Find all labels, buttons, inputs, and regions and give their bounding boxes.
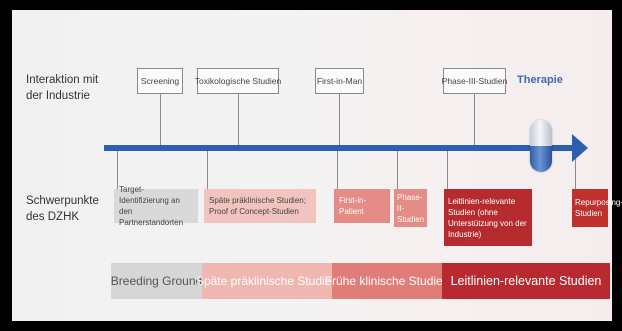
focus-preclinical-connector: [207, 151, 208, 189]
therapy-label: Therapie: [517, 74, 563, 86]
stage-phase-3-connector: [474, 94, 475, 145]
band-early-clinical: Frühe klinische Studien: [325, 263, 449, 299]
stage-first-in-man-connector: [339, 94, 340, 145]
focus-guideline-studies: Leitlinien-relevante Studien (ohne Unter…: [444, 189, 532, 246]
stage-screening-connector: [160, 94, 161, 145]
band-breeding-ground: Breeding Ground: [111, 263, 202, 299]
stage-phase-3-box: Phase-III-Studien: [442, 68, 507, 94]
timeline-arrow-icon: [572, 134, 588, 162]
stage-toxicology-box: Toxikologische Studien: [195, 68, 281, 94]
focus-guideline-connector: [447, 151, 448, 189]
focus-repurposing: Repurposing-Studien: [572, 189, 622, 227]
focus-row-label: Schwerpunkte des DZHK: [26, 195, 99, 223]
focus-first-in-patient-connector: [337, 151, 338, 189]
band-guideline-relevant: Leitlinien-relevante Studien: [442, 263, 610, 299]
focus-first-in-patient: First-in-Patient: [334, 189, 390, 223]
stage-screening-box: Screening: [137, 68, 183, 94]
band-late-preclinical: Späte präklinische Studien: [196, 263, 338, 299]
focus-target-connector: [117, 151, 118, 189]
capsule-icon: [530, 120, 552, 172]
industry-row-label: Interaktion mit der Industrie: [26, 74, 99, 102]
focus-phase-2: Phase-II-Studien: [394, 189, 427, 227]
focus-repurposing-connector: [575, 151, 576, 189]
stage-toxicology-connector: [238, 94, 239, 145]
stage-first-in-man-box: First-in-Man: [315, 68, 364, 94]
timeline-axis: [104, 145, 574, 151]
focus-late-preclinical: Späte präklinische Studien; Proof of Con…: [204, 189, 316, 223]
focus-target-identification: Target-Identifizierung an den Partnersta…: [114, 185, 198, 227]
focus-phase-2-connector: [397, 151, 398, 189]
